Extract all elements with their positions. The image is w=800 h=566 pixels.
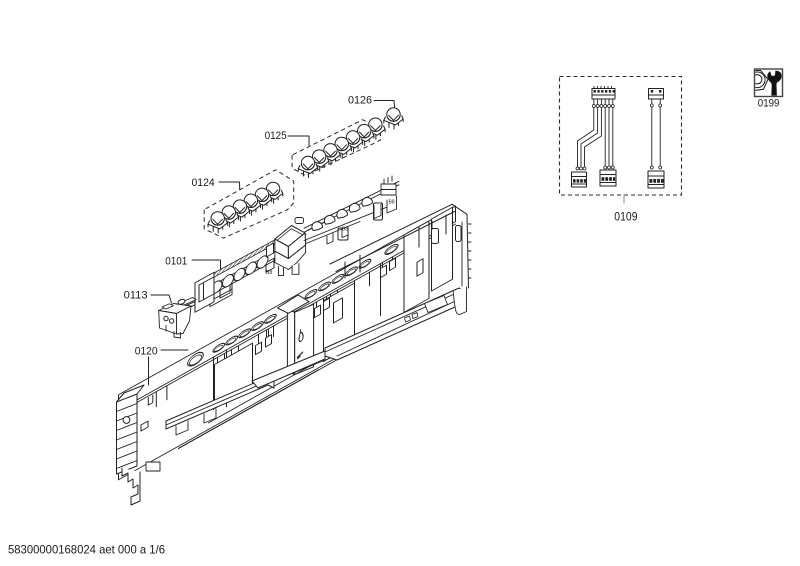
svg-text:B8: B8	[342, 227, 348, 233]
svg-text:0120: 0120	[135, 346, 158, 358]
svg-text:58300000168024 aet 000 a 1/6: 58300000168024 aet 000 a 1/6	[8, 543, 165, 557]
svg-text:0109: 0109	[614, 209, 637, 223]
svg-text:0113: 0113	[124, 290, 148, 302]
svg-text:B8: B8	[389, 200, 395, 206]
svg-text:0199: 0199	[758, 98, 780, 110]
svg-text:0101: 0101	[165, 255, 187, 267]
svg-text:0125: 0125	[265, 130, 287, 142]
svg-text:B8: B8	[266, 270, 272, 276]
svg-text:0124: 0124	[192, 177, 215, 189]
svg-text:0126: 0126	[348, 95, 372, 107]
